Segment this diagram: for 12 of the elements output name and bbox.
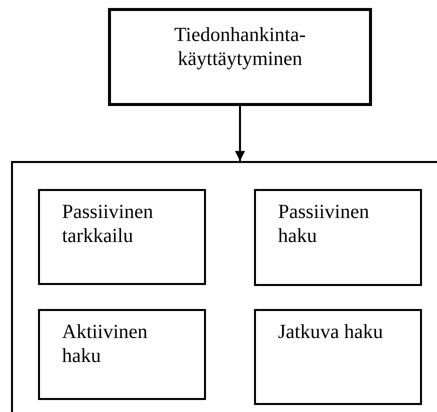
group-frame [11, 161, 437, 412]
process-box [254, 189, 422, 286]
process-box [254, 309, 422, 405]
node-label: Tiedonhankinta- käyttäytyminen [173, 23, 307, 71]
process-box [108, 8, 372, 106]
node-label: Passiivinen tarkkailu [62, 200, 154, 248]
node-label: Passiivinen haku [278, 200, 370, 248]
process-box [38, 189, 206, 285]
node-label: Aktiivinen haku [62, 320, 149, 368]
node-label: Jatkuva haku [278, 320, 384, 344]
process-box [38, 309, 206, 400]
arrow [235, 106, 245, 161]
